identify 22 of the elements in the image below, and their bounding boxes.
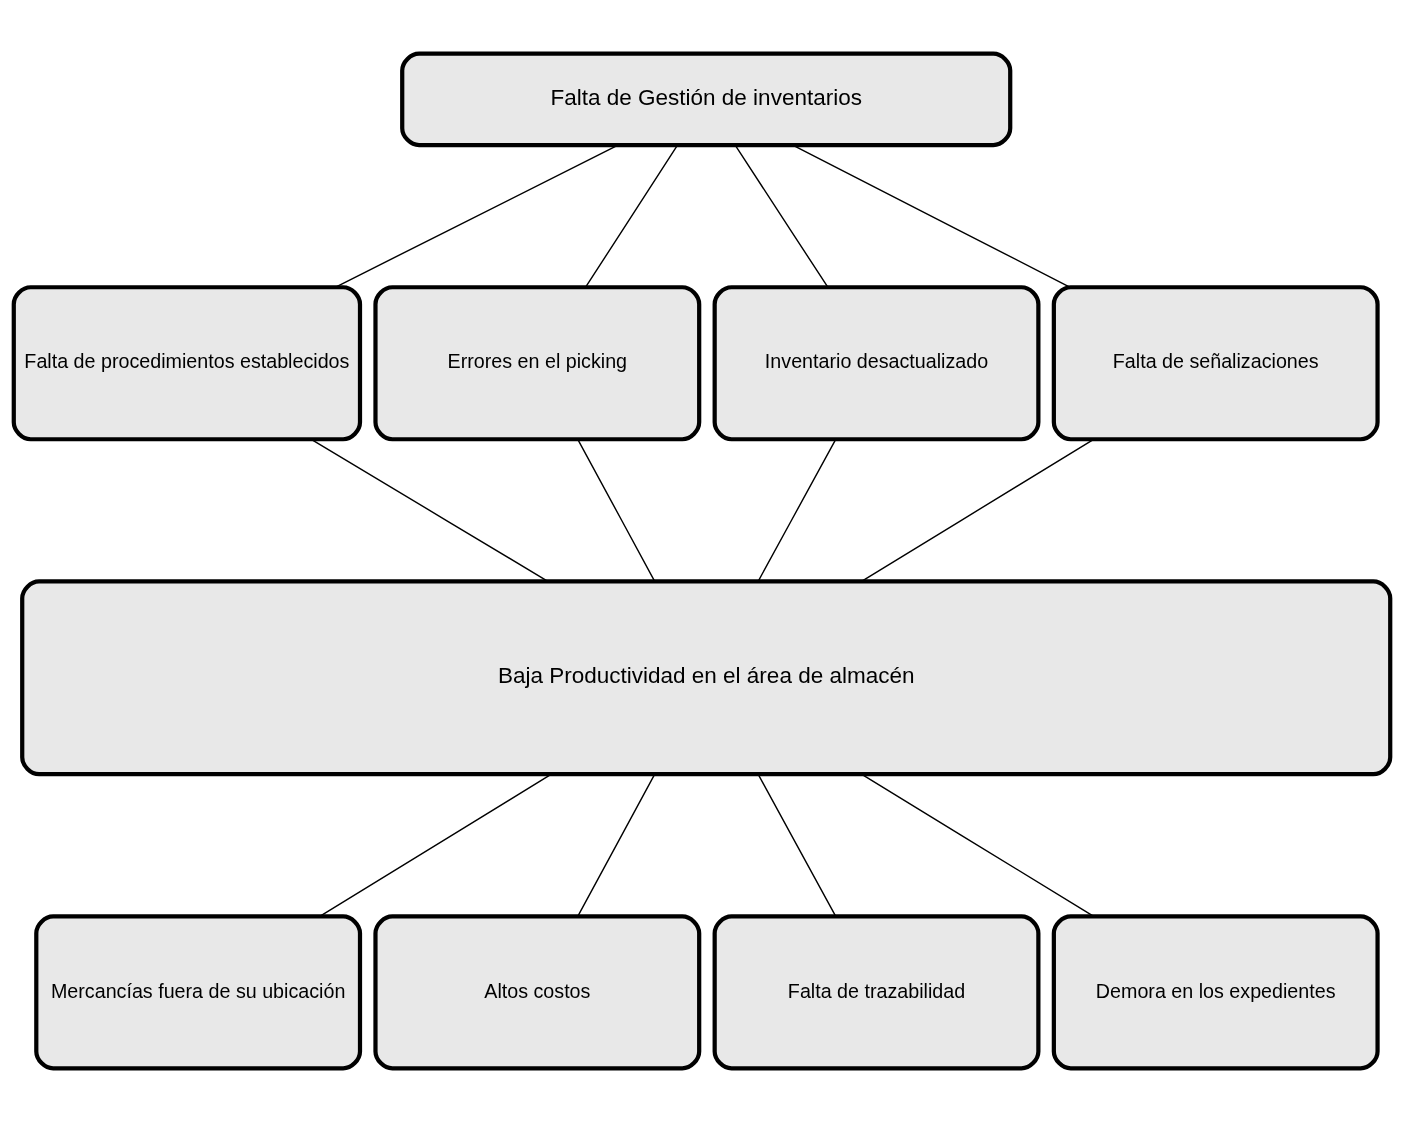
connector	[310, 438, 549, 582]
node-box: Altos costos	[373, 913, 702, 1070]
connector	[861, 773, 1095, 917]
node-box: Falta de Gestión de inventarios	[400, 51, 1013, 147]
connector	[734, 144, 829, 288]
node-box: Baja Productividad en el área de almacén	[20, 578, 1393, 776]
connector	[319, 773, 552, 917]
node-box: Falta de procedimientos establecidos	[11, 284, 363, 441]
connector	[335, 144, 619, 288]
connector	[792, 144, 1071, 288]
connector	[577, 773, 656, 917]
connector	[860, 438, 1095, 582]
node-box: Demora en los expedientes	[1051, 913, 1380, 1070]
node-box: Mercancías fuera de su ubicación	[34, 913, 363, 1070]
node-box: Inventario desactualizado	[712, 284, 1041, 441]
connector	[577, 438, 656, 582]
node-box: Errores en el picking	[373, 284, 702, 441]
connector	[585, 144, 678, 288]
node-box: Falta de señalizaciones	[1051, 284, 1380, 441]
connector	[757, 773, 837, 917]
node-box: Falta de trazabilidad	[712, 913, 1041, 1070]
connector	[757, 438, 837, 582]
